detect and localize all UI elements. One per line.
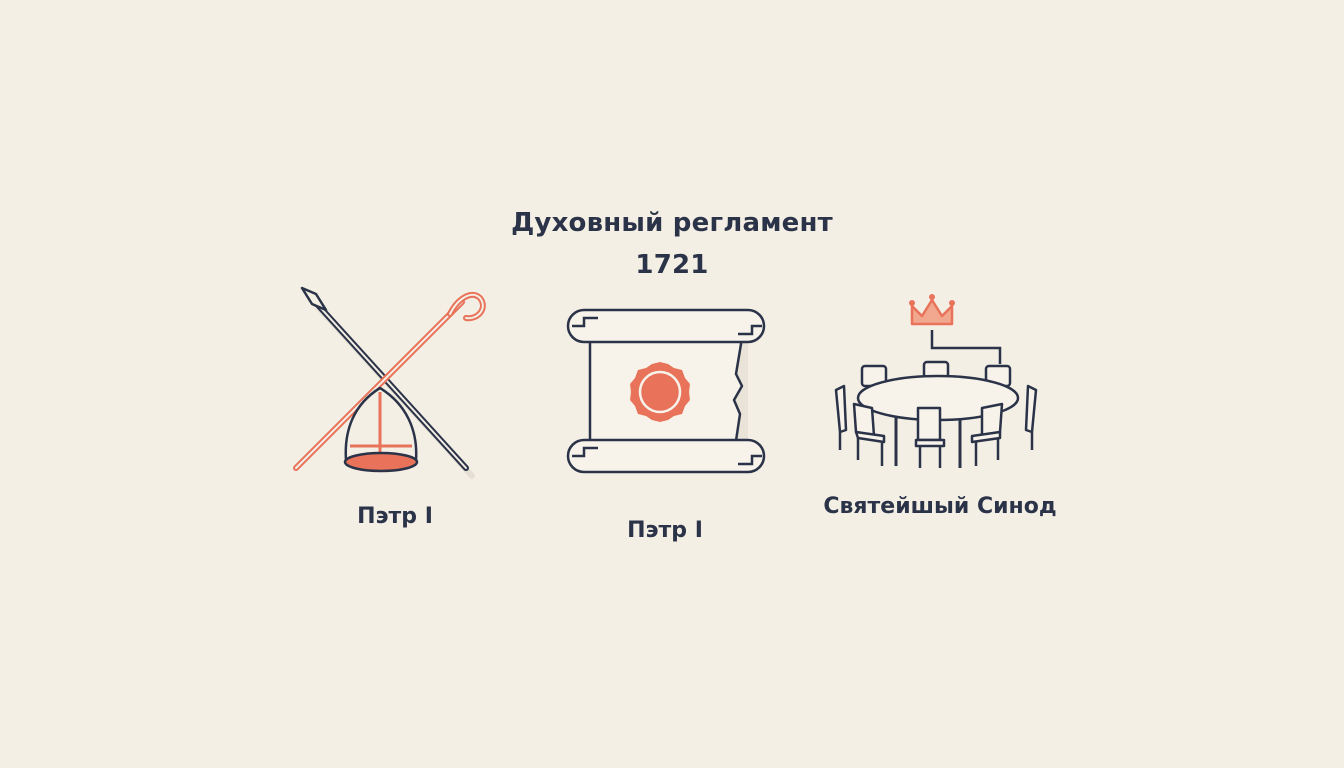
scroll-with-seal-icon [558, 304, 778, 484]
round-table-with-crown-icon [832, 290, 1044, 480]
diagram-title: Духовный регламент [511, 208, 833, 238]
diagram-year: 1721 [635, 250, 709, 280]
item-label-3: Святейшый Синод [823, 494, 1057, 519]
crossed-staff-and-mitre-icon [280, 280, 490, 480]
item-label-1: Пэтр I [357, 504, 433, 529]
item-label-2: Пэтр I [627, 518, 703, 543]
